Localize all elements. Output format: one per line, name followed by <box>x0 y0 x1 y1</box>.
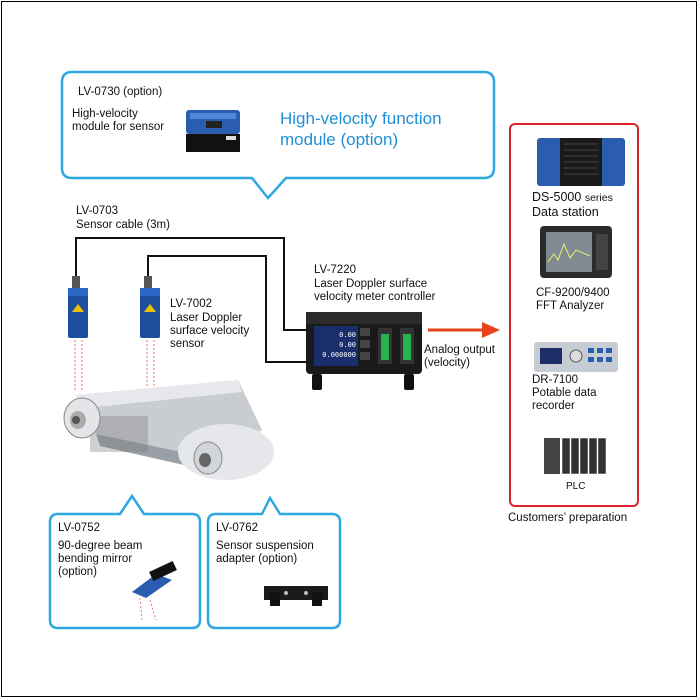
ds5000-image <box>537 138 625 186</box>
controller-desc-line2: velocity meter controller <box>314 291 436 303</box>
sensor-desc-line3: sensor <box>170 338 205 350</box>
sensor-head-left <box>68 276 88 390</box>
dr7100-name: DR-7100 <box>532 374 579 386</box>
analog-output-arrow <box>428 322 500 338</box>
ds5000-desc: Data station <box>532 205 599 219</box>
dr7100-desc-line1: Potable data <box>532 387 597 399</box>
adapter-desc-line1: Sensor suspension <box>216 540 314 552</box>
adapter-model: LV-0762 <box>216 522 258 534</box>
plc-name: PLC <box>566 481 586 492</box>
option-module-title-line1: High-velocity function <box>280 109 442 128</box>
controller-screen-line3: 0.000000 <box>322 351 356 359</box>
sensor-cables <box>75 237 306 363</box>
high-velocity-module-image <box>186 110 240 152</box>
ds5000-name: DS-5000 series <box>532 190 613 204</box>
cable-desc: Sensor cable (3m) <box>76 219 170 231</box>
mirror-desc-line1: 90-degree beam <box>58 540 143 552</box>
sensor-head-right <box>140 276 160 386</box>
option-module-callout <box>60 70 496 200</box>
mirror-desc-line2: bending mirror <box>58 553 133 565</box>
controller-screen: 0.00 0.00 0.000000 <box>316 330 356 360</box>
mirror-callout <box>48 493 202 630</box>
option-module-desc-line2: module for sensor <box>72 121 165 133</box>
cf9200-image <box>540 226 612 278</box>
controller-screen-line2: 0.00 <box>339 341 356 349</box>
adapter-image <box>264 586 328 606</box>
mirror-model: LV-0752 <box>58 522 100 534</box>
controller-model: LV-7220 <box>314 264 356 276</box>
option-module-desc-line1: High-velocity <box>72 108 138 120</box>
cable-model: LV-0703 <box>76 205 118 217</box>
output-line1: Analog output <box>424 344 495 356</box>
adapter-desc-line2: adapter (option) <box>216 553 298 565</box>
dr7100-image <box>534 342 618 372</box>
customer-preparation-box <box>509 123 639 507</box>
controller-device <box>306 312 422 390</box>
mirror-desc-line3: (option) <box>58 566 97 578</box>
dr7100-desc-line2: recorder <box>532 400 575 412</box>
mirror-image <box>132 560 177 621</box>
plc-image <box>544 437 607 475</box>
sensor-model: LV-7002 <box>170 298 212 310</box>
sensor-desc-line2: surface velocity <box>170 325 250 337</box>
customer-caption: Customers’ preparation <box>508 512 628 524</box>
option-module-model: LV-0730 (option) <box>78 86 163 98</box>
cf9200-desc: FFT Analyzer <box>536 300 605 312</box>
controller-desc-line1: Laser Doppler surface <box>314 278 428 290</box>
roller-conveyor <box>63 380 274 480</box>
controller-screen-line1: 0.00 <box>339 331 356 339</box>
cf9200-name: CF-9200/9400 <box>536 287 610 299</box>
output-line2: (velocity) <box>424 357 471 369</box>
option-module-title-line2: module (option) <box>280 130 399 149</box>
sensor-desc-line1: Laser Doppler <box>170 312 243 324</box>
